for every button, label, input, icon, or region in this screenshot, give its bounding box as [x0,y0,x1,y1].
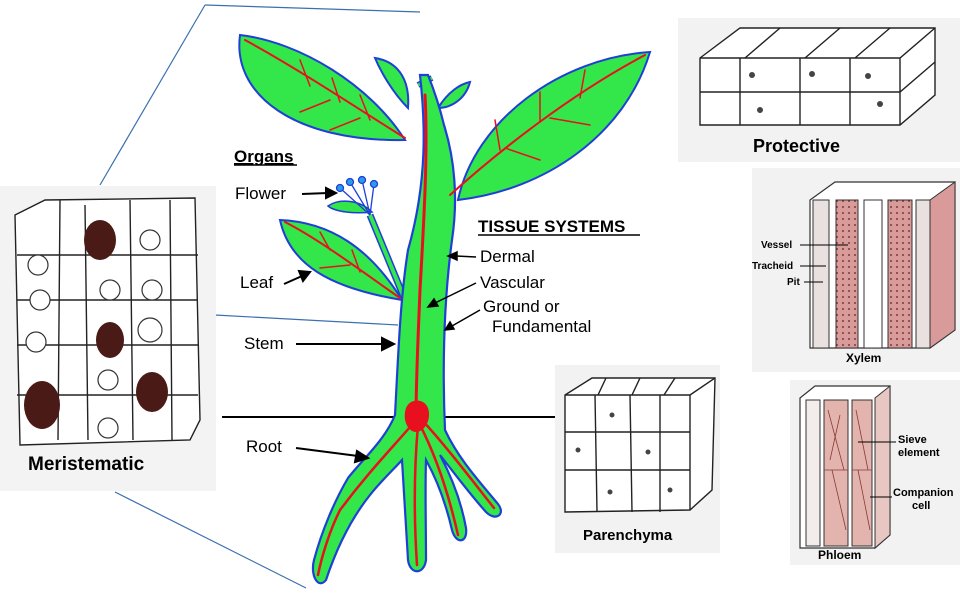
flower-cluster [335,175,379,216]
organ-leaf-label: Leaf [240,273,273,292]
phloem-companion-label-line1: Companion [893,487,954,499]
lower-leaf [278,218,405,302]
xylem-panel: Vessel Tracheid Pit Xylem [752,168,960,372]
meristematic-label: Meristematic [28,454,145,475]
parenchyma-panel: Parenchyma [555,365,720,553]
tissue-ground-label-line2: Fundamental [492,317,591,336]
phloem-sieve-label-line1: Sieve [898,434,927,446]
protective-label: Protective [753,136,840,156]
right-leaf [456,50,652,202]
tissue-systems-heading: TISSUE SYSTEMS [478,217,625,236]
organs-heading: Organs [234,147,294,166]
protective-panel: Protective [678,18,960,162]
tissue-system-labels: TISSUE SYSTEMS Dermal Vascular Ground or… [478,217,640,336]
organ-flower-label: Flower [235,184,286,203]
small-right-bud-leaf [436,80,472,110]
xylem-pit-label: Pit [787,277,800,288]
meristematic-panel: Meristematic [0,186,216,491]
xylem-title: Xylem [846,351,881,365]
parenchyma-label: Parenchyma [583,527,673,544]
vascular-veins [244,39,646,577]
connector-lines [99,4,421,589]
xylem-tracheid-label: Tracheid [752,261,793,272]
plant-illustration [238,33,652,585]
flower-leaf [326,200,374,214]
organ-arrows [283,186,397,464]
tissue-arrows [426,250,481,331]
tissue-ground-label-line1: Ground or [483,297,560,316]
tissue-vascular-label: Vascular [480,273,545,292]
phloem-sieve-label-line2: element [898,447,940,459]
small-left-bud-leaf [373,56,410,111]
phloem-title: Phloem [818,548,861,562]
root-node [404,400,430,432]
phloem-panel: Sieve element Companion cell Phloem [790,380,960,565]
xylem-vessel-label: Vessel [761,240,792,251]
organ-labels: Organs Flower Leaf Stem Root [234,147,297,456]
tissue-dermal-label: Dermal [480,247,535,266]
organ-stem-label: Stem [244,334,284,353]
organ-root-label: Root [246,437,282,456]
phloem-companion-label-line2: cell [912,500,930,512]
